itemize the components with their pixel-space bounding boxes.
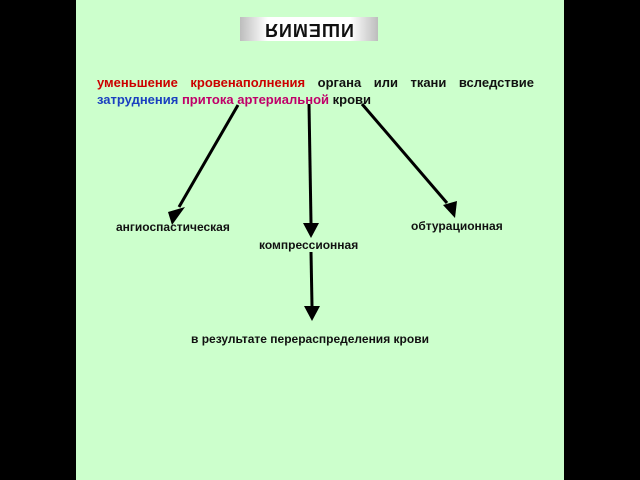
definition-part-2: органа или ткани вследствие bbox=[305, 75, 534, 90]
definition-part-3: затруднения bbox=[97, 92, 179, 107]
title-banner: ИШЕМИЯ bbox=[240, 17, 378, 41]
definition-part-1: уменьшение кровенаполнения bbox=[97, 75, 306, 90]
arrowhead-compressive bbox=[303, 223, 319, 238]
definition-text: уменьшение кровенаполнения органа или тк… bbox=[97, 74, 534, 108]
arrowhead-angiospastic bbox=[168, 207, 185, 225]
slide-background bbox=[76, 0, 564, 480]
arrow-to-angiospastic bbox=[177, 104, 240, 208]
definition-part-4: притока артериальной bbox=[178, 92, 330, 107]
arrow-to-compressive bbox=[307, 103, 313, 224]
arrow-to-redistribution bbox=[309, 251, 314, 307]
arrowhead-redistribution bbox=[304, 306, 320, 321]
definition-part-5: крови bbox=[329, 92, 371, 107]
arrowhead-obturation bbox=[443, 201, 457, 218]
arrow-to-obturation bbox=[360, 103, 449, 204]
label-obturation: обтурационная bbox=[411, 219, 503, 233]
label-redistribution: в результате перераспределения крови bbox=[191, 332, 429, 346]
label-compressive: компрессионная bbox=[259, 238, 359, 252]
label-angiospastic: ангиоспастическая bbox=[116, 220, 230, 234]
